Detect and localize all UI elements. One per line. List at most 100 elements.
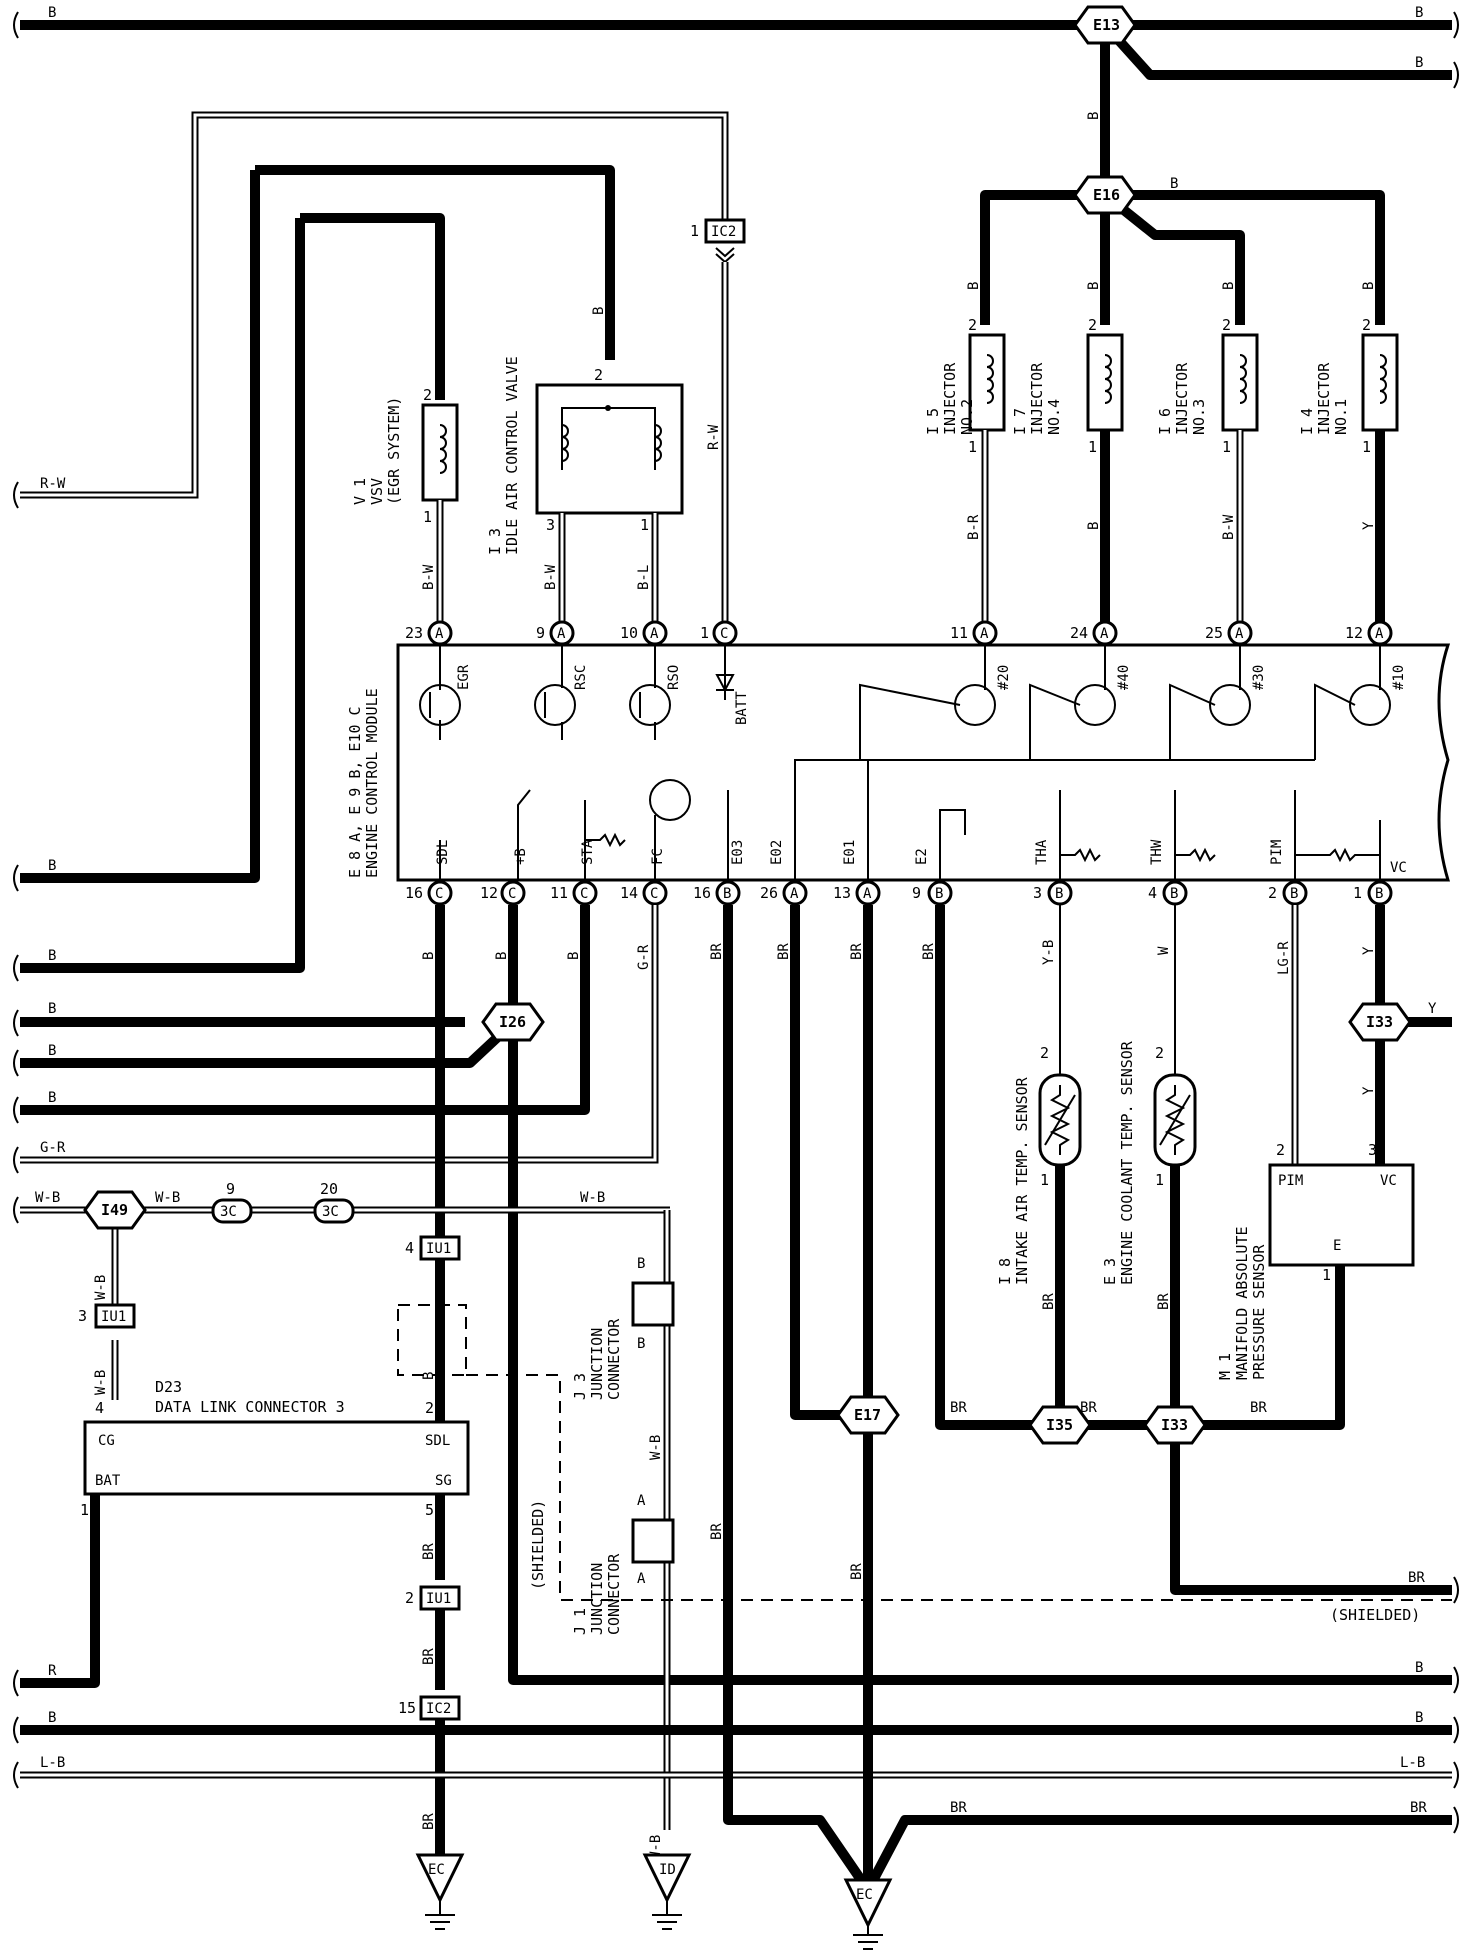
pin-3B: B3 bbox=[1033, 880, 1073, 906]
svg-text:EGR: EGR bbox=[456, 664, 472, 690]
svg-text:1: 1 bbox=[1322, 1266, 1331, 1284]
transistor-rso: RSO bbox=[629, 645, 682, 740]
svg-text:C: C bbox=[508, 886, 516, 902]
svg-text:PIM: PIM bbox=[1269, 840, 1285, 865]
svg-text:JUNCTION: JUNCTION bbox=[588, 1563, 606, 1635]
svg-text:2: 2 bbox=[968, 316, 977, 334]
input-e2: E2 bbox=[914, 809, 966, 880]
wire-label-b-top-right-2: B bbox=[1415, 55, 1423, 71]
svg-text:3C: 3C bbox=[220, 1204, 237, 1220]
svg-text:B: B bbox=[421, 952, 437, 960]
pin-9A: A9 bbox=[536, 620, 575, 646]
svg-text:BR: BR bbox=[1410, 1800, 1427, 1816]
svg-text:B: B bbox=[48, 1001, 56, 1017]
wire-label-r-w-left: R-W bbox=[40, 476, 66, 492]
svg-text:E 3: E 3 bbox=[1101, 1258, 1119, 1285]
svg-text:16: 16 bbox=[405, 884, 423, 902]
svg-text:2: 2 bbox=[425, 1399, 434, 1417]
svg-text:B: B bbox=[48, 5, 56, 21]
svg-text:B: B bbox=[1415, 1710, 1423, 1726]
svg-text:ENGINE COOLANT TEMP. SENSOR: ENGINE COOLANT TEMP. SENSOR bbox=[1118, 1040, 1136, 1285]
pin-25A: A25 bbox=[1205, 620, 1253, 646]
svg-text:W-B: W-B bbox=[93, 1370, 109, 1395]
svg-text:B: B bbox=[1415, 1660, 1423, 1676]
svg-text:INTAKE AIR TEMP. SENSOR: INTAKE AIR TEMP. SENSOR bbox=[1013, 1076, 1031, 1285]
svg-text:FC: FC bbox=[650, 848, 666, 865]
svg-text:4: 4 bbox=[1148, 884, 1157, 902]
svg-text:DATA LINK CONNECTOR 3: DATA LINK CONNECTOR 3 bbox=[155, 1398, 345, 1416]
svg-text:R-W: R-W bbox=[706, 424, 722, 450]
splice-i49: I49 bbox=[83, 1190, 147, 1230]
svg-text:EC: EC bbox=[856, 1887, 873, 1903]
svg-text:NO.2: NO.2 bbox=[958, 399, 976, 435]
dlc-wires: R B BR BR BR bbox=[20, 1260, 445, 1855]
diode-batt: BATT bbox=[715, 645, 750, 725]
svg-text:1: 1 bbox=[640, 516, 649, 534]
svg-text:E17: E17 bbox=[854, 1406, 881, 1424]
ground-id: ID bbox=[642, 1853, 692, 1930]
svg-text:G-R: G-R bbox=[40, 1140, 66, 1156]
svg-text:IC2: IC2 bbox=[426, 1701, 451, 1717]
input-pim: PIM bbox=[1269, 790, 1380, 880]
injector-wire-labels: B B B B B-R B B-W Y bbox=[966, 282, 1377, 540]
svg-text:C: C bbox=[435, 886, 443, 902]
lower-left-labels: B B B G-R B B B G-R B bbox=[40, 944, 1423, 1676]
svg-text:B-R: B-R bbox=[966, 514, 982, 540]
splice-e16: E16 bbox=[1073, 175, 1137, 215]
svg-text:C: C bbox=[720, 626, 728, 642]
svg-text:B: B bbox=[1055, 886, 1063, 902]
svg-text:A: A bbox=[1100, 626, 1109, 642]
shield-lines: (SHIELDED) (SHIELDED) bbox=[397, 1304, 1452, 1624]
svg-text:B: B bbox=[48, 1043, 56, 1059]
svg-text:Y: Y bbox=[1361, 946, 1377, 955]
svg-text:2: 2 bbox=[1276, 1141, 1285, 1159]
transistor-40: #40 bbox=[1029, 645, 1132, 760]
svg-text:I33: I33 bbox=[1161, 1416, 1188, 1434]
svg-text:2: 2 bbox=[405, 1589, 414, 1607]
svg-text:(EGR SYSTEM): (EGR SYSTEM) bbox=[385, 397, 403, 505]
svg-text:Y: Y bbox=[1361, 521, 1377, 530]
svg-text:INJECTOR: INJECTOR bbox=[1028, 362, 1046, 435]
pin-1B: B1 bbox=[1353, 880, 1393, 906]
svg-text:B: B bbox=[1221, 282, 1237, 290]
svg-text:1: 1 bbox=[1353, 884, 1362, 902]
svg-text:W: W bbox=[1156, 946, 1172, 955]
svg-text:B: B bbox=[494, 952, 510, 960]
transistor-30: #30 bbox=[1169, 645, 1267, 760]
svg-text:12: 12 bbox=[480, 884, 498, 902]
data-link-connector-3: D23 DATA LINK CONNECTOR 3 CG SDL BAT SG … bbox=[80, 1378, 470, 1519]
svg-text:1: 1 bbox=[1362, 438, 1371, 456]
svg-text:ID: ID bbox=[659, 1862, 676, 1878]
svg-text:INJECTOR: INJECTOR bbox=[1315, 362, 1333, 435]
svg-text:G-R: G-R bbox=[636, 944, 652, 970]
svg-text:B: B bbox=[48, 858, 56, 874]
transistor-egr: EGR bbox=[419, 645, 472, 740]
svg-text:B: B bbox=[1361, 282, 1377, 290]
svg-text:IU1: IU1 bbox=[101, 1309, 126, 1325]
pin-24A: A24 bbox=[1070, 620, 1118, 646]
svg-text:W-B: W-B bbox=[580, 1190, 605, 1206]
svg-text:1: 1 bbox=[700, 624, 709, 642]
svg-text:1: 1 bbox=[690, 222, 699, 240]
input-tha: THA bbox=[1034, 790, 1101, 880]
junction-connector-j3: B B J 3 JUNCTION CONNECTOR bbox=[571, 1256, 675, 1400]
svg-text:B: B bbox=[1086, 522, 1102, 530]
svg-text:SDL: SDL bbox=[435, 840, 451, 865]
svg-text:9: 9 bbox=[226, 1180, 235, 1198]
svg-text:I 6: I 6 bbox=[1156, 408, 1174, 435]
svg-text:EC: EC bbox=[428, 1862, 445, 1878]
svg-text:12: 12 bbox=[1345, 624, 1363, 642]
svg-text:+B: +B bbox=[513, 848, 529, 865]
svg-text:B: B bbox=[1170, 886, 1178, 902]
svg-text:NO.1: NO.1 bbox=[1332, 399, 1350, 435]
ecm-top-pins: A23 A9 A10 C1 A11 A24 A25 A12 bbox=[405, 620, 1393, 646]
svg-text:E02: E02 bbox=[769, 840, 785, 865]
transistor-20: #20 bbox=[859, 645, 1012, 760]
svg-text:B: B bbox=[1086, 112, 1102, 120]
svg-text:23: 23 bbox=[405, 624, 423, 642]
svg-text:2: 2 bbox=[1088, 316, 1097, 334]
pin-12C: C 12 bbox=[480, 880, 526, 906]
wire-label-b-top-left: B bbox=[48, 5, 56, 21]
wire-label-b-968: B bbox=[48, 948, 56, 964]
